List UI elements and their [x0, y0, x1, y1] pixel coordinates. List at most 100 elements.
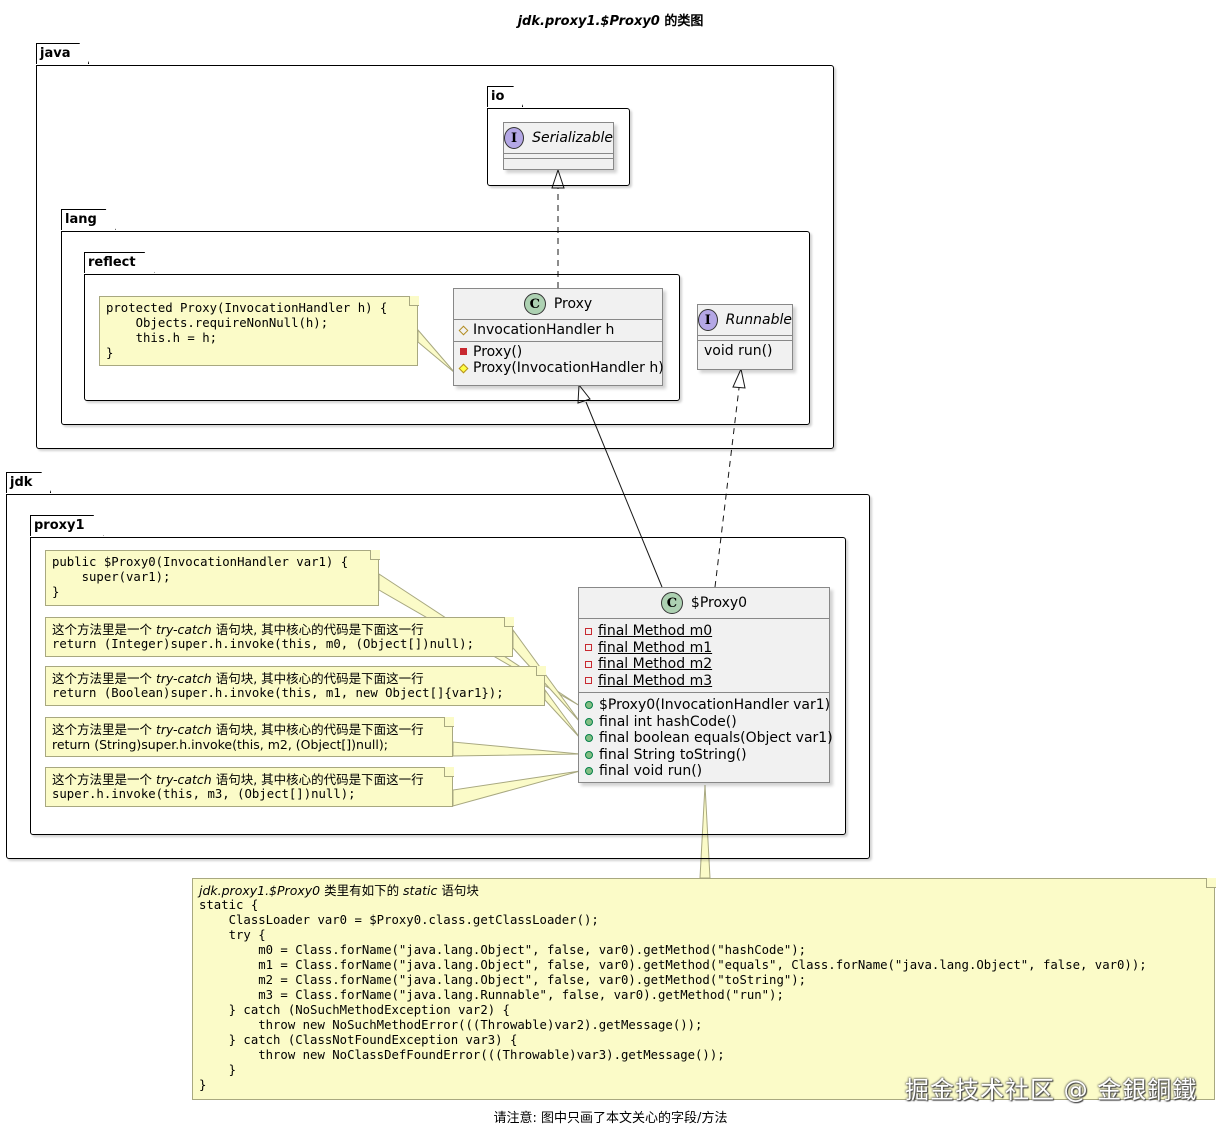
class-name: $Proxy0: [690, 595, 748, 611]
class-icon: C: [523, 293, 546, 315]
note-tostring: 这个方法里是一个 try-catch 语句块, 其中核心的代码是下面这一行 re…: [45, 717, 453, 757]
note-intro: 这个方法里是一个 try-catch 语句块, 其中核心的代码是下面这一行: [52, 671, 424, 686]
method-row: final boolean equals(Object var1): [585, 730, 833, 747]
private-field-icon: [585, 660, 592, 668]
package-java: [36, 65, 834, 449]
note-proxy-constructor: protected Proxy(InvocationHandler h) { O…: [99, 296, 418, 366]
note-line: this.h = h;: [106, 331, 218, 345]
note-connector-proxy-ctor: [417, 328, 456, 374]
note-connector-run: [452, 770, 581, 807]
class-name: Proxy: [553, 296, 593, 312]
static-code-line: try {: [199, 928, 266, 942]
package-io: [487, 108, 630, 186]
note-fold: [409, 296, 419, 306]
note-run: 这个方法里是一个 try-catch 语句块, 其中核心的代码是下面这一行 su…: [45, 767, 453, 807]
method-row: $Proxy0(InvocationHandler var1): [585, 697, 830, 714]
field-label: final Method m1: [598, 639, 713, 656]
class-proxy[interactable]: C Proxy InvocationHandler h Proxy() Prox…: [453, 288, 664, 386]
class-name: Runnable: [725, 312, 792, 328]
package-reflect-tab: reflect: [84, 252, 155, 273]
package-io-label: io: [491, 89, 505, 104]
note-code-line: return (String)super.h.invoke(this, m2, …: [52, 737, 388, 752]
field-row: InvocationHandler h: [458, 322, 656, 339]
static-code-line: }: [199, 1078, 207, 1092]
diagram-title-suffix: 的类图: [659, 14, 704, 29]
field-label: final Method m0: [598, 623, 713, 639]
static-code-line: throw new NoClassDefFoundError(((Throwab…: [199, 1048, 725, 1062]
package-lang-tab: lang: [61, 209, 116, 230]
note-connector-tostring: [452, 741, 581, 757]
class-name: Serializable: [532, 130, 613, 146]
package-proxy1-label: proxy1: [34, 518, 85, 533]
proxy-generalization-arrowhead: [577, 383, 591, 404]
static-code-line: throw new NoSuchMethodError(((Throwable)…: [199, 1018, 703, 1032]
private-method-icon: [460, 348, 467, 356]
class-proxy0[interactable]: C $Proxy0 final Method m0 final Method m…: [578, 587, 833, 783]
package-proxy1-tab: proxy1: [30, 515, 104, 536]
interface-icon: I: [504, 127, 525, 149]
package-reflect-label: reflect: [88, 255, 136, 270]
protected-field-icon: [458, 325, 469, 336]
note-equals: 这个方法里是一个 try-catch 语句块, 其中核心的代码是下面这一行 re…: [45, 666, 545, 706]
fields-section: [504, 154, 613, 159]
note-connector-equals: [544, 688, 581, 739]
diagram-caption: 请注意: 图中只画了本文关心的字段/方法: [493, 1111, 728, 1126]
method-label: final void run(): [599, 763, 703, 779]
note-fold: [536, 666, 546, 676]
class-serializable-header: I Serializable: [504, 123, 613, 154]
field-row: final Method m3: [585, 673, 823, 690]
field-row: final Method m1: [585, 640, 823, 657]
note-line: }: [52, 585, 60, 599]
class-proxy0-header: C $Proxy0: [579, 588, 829, 619]
note-static-block: jdk.proxy1.$Proxy0 类里有如下的 static 语句块 sta…: [192, 878, 1215, 1100]
note-fold: [444, 767, 454, 777]
methods-section: void run(): [698, 341, 792, 362]
note-fold: [370, 550, 380, 560]
private-field-icon: [585, 644, 592, 652]
package-proxy1: [30, 537, 846, 835]
note-connector-hashcode: [512, 628, 581, 723]
fields-section: [698, 336, 792, 341]
static-code-line: static {: [199, 898, 259, 912]
methods-section: [504, 159, 613, 165]
method-row: Proxy(): [460, 344, 656, 361]
public-method-icon: [585, 717, 593, 726]
public-method-icon: [585, 767, 593, 776]
method-row: void run(): [704, 343, 786, 360]
note-fold: [504, 617, 514, 627]
method-row: final void run(): [585, 763, 823, 780]
note-line: }: [106, 346, 114, 360]
field-row: final Method m2: [585, 656, 823, 673]
note-fold: [1206, 878, 1216, 888]
static-code-line: m1 = Class.forName("java.lang.Object", f…: [199, 958, 1147, 972]
note-intro: 这个方法里是一个 try-catch 语句块, 其中核心的代码是下面这一行: [52, 722, 424, 737]
public-method-icon: [585, 701, 593, 710]
runnable-realization-arrowhead: [732, 367, 746, 389]
package-lang: [61, 231, 810, 425]
note-intro: 这个方法里是一个 try-catch 语句块, 其中核心的代码是下面这一行: [52, 772, 424, 787]
diagram-title: jdk.proxy1.$Proxy0 的类图: [0, 10, 1221, 29]
class-runnable[interactable]: I Runnable void run(): [697, 304, 793, 370]
package-java-tab: java: [36, 43, 89, 64]
static-code-line: m3 = Class.forName("java.lang.Runnable",…: [199, 988, 784, 1002]
diagram-title-class: jdk.proxy1.$Proxy0: [517, 14, 660, 29]
note-code-line: super.h.invoke(this, m3, (Object[])null)…: [52, 787, 356, 801]
package-reflect: [84, 274, 680, 401]
class-proxy-header: C Proxy: [454, 289, 662, 320]
static-code-line: } catch (ClassNotFoundException var3) {: [199, 1033, 518, 1047]
protected-method-icon: [458, 363, 469, 374]
serializable-realization-arrowhead: [551, 168, 565, 189]
field-label: InvocationHandler h: [473, 322, 615, 338]
method-row: final String toString(): [585, 747, 823, 764]
package-lang-label: lang: [65, 212, 97, 227]
private-field-icon: [585, 627, 592, 635]
proxy0-implements-runnable-line: [714, 387, 740, 588]
note-line: public $Proxy0(InvocationHandler var1) {: [52, 555, 349, 569]
package-jdk: [6, 494, 870, 859]
static-code-line: } catch (NoSuchMethodException var2) {: [199, 1003, 510, 1017]
note-static-header: jdk.proxy1.$Proxy0 类里有如下的 static 语句块: [199, 883, 479, 898]
class-serializable[interactable]: I Serializable: [503, 122, 614, 170]
watermark: 掘金技术社区 @ 金銀銅鐵: [905, 1076, 1198, 1104]
field-label: final Method m2: [598, 656, 713, 672]
field-label: final Method m3: [598, 672, 713, 689]
